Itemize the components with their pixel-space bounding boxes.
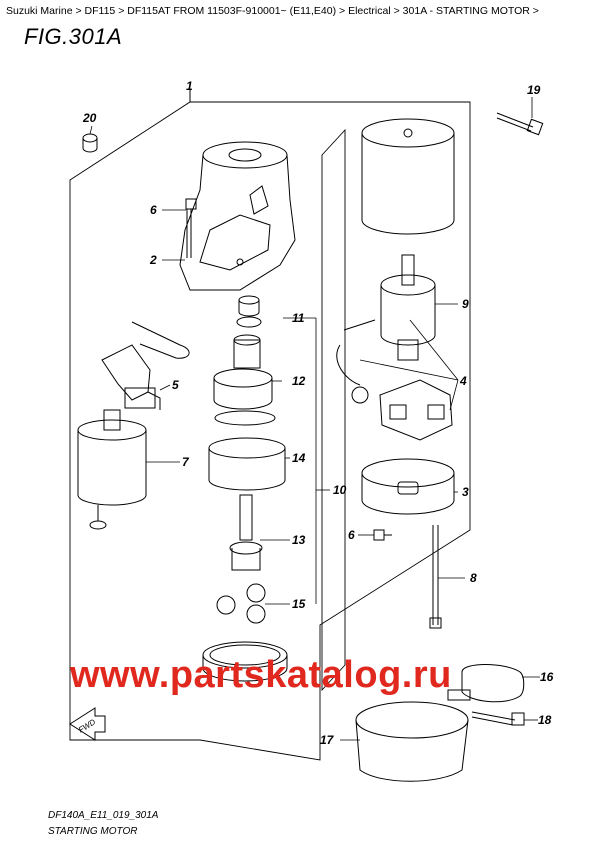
breadcrumb-item-starting-motor[interactable]: 301A - STARTING MOTOR bbox=[402, 5, 530, 17]
pinion-part[interactable] bbox=[213, 334, 273, 410]
callout-3[interactable]: 3 bbox=[462, 485, 469, 499]
callout-9[interactable]: 9 bbox=[462, 297, 469, 311]
callout-16[interactable]: 16 bbox=[540, 670, 554, 684]
lever-part[interactable] bbox=[101, 321, 190, 410]
breadcrumb-separator: > bbox=[393, 5, 400, 17]
callout-8[interactable]: 8 bbox=[470, 571, 477, 585]
callout-6-left[interactable]: 6 bbox=[150, 203, 157, 217]
planetary-gears-part[interactable] bbox=[216, 583, 266, 624]
callout-2[interactable]: 2 bbox=[149, 253, 157, 267]
breadcrumb-separator: > bbox=[339, 5, 346, 17]
callout-19[interactable]: 19 bbox=[527, 83, 541, 97]
callout-7[interactable]: 7 bbox=[182, 455, 190, 469]
breadcrumb-item-suzuki-marine[interactable]: Suzuki Marine bbox=[6, 5, 73, 17]
breadcrumb-item-model[interactable]: DF115 bbox=[84, 5, 116, 17]
rubber-cover-part[interactable] bbox=[355, 701, 469, 782]
callout-20[interactable]: 20 bbox=[82, 111, 97, 125]
callout-14[interactable]: 14 bbox=[292, 451, 306, 465]
inner-assembly-outline bbox=[321, 128, 346, 692]
callout-12[interactable]: 12 bbox=[292, 374, 306, 388]
cap-part[interactable] bbox=[236, 295, 262, 328]
armature-part[interactable] bbox=[380, 254, 436, 361]
long-bolt-part[interactable] bbox=[429, 525, 442, 629]
brush-holder-part[interactable] bbox=[336, 319, 453, 441]
callout-5[interactable]: 5 bbox=[172, 378, 179, 392]
gear-housing-part[interactable] bbox=[208, 410, 286, 491]
assembly-outline bbox=[69, 101, 471, 761]
housing-part[interactable] bbox=[179, 141, 296, 291]
watermark: www.partskatalog.ru bbox=[70, 654, 452, 696]
diagram-caption: STARTING MOTOR bbox=[48, 826, 138, 837]
breadcrumb-item-variant[interactable]: DF115AT FROM 11503F-910001~ (E11,E40) bbox=[127, 5, 337, 17]
clamp-bolt-part[interactable] bbox=[471, 711, 525, 726]
breadcrumb: Suzuki Marine > DF115 > DF115AT FROM 115… bbox=[6, 5, 539, 17]
callout-4[interactable]: 4 bbox=[459, 374, 467, 388]
callout-11[interactable]: 11 bbox=[292, 311, 305, 325]
callout-1[interactable]: 1 bbox=[186, 79, 193, 93]
diagram-code: DF140A_E11_019_301A bbox=[48, 810, 159, 821]
forward-arrow-icon bbox=[69, 707, 106, 741]
screw-part[interactable] bbox=[373, 529, 392, 541]
breadcrumb-separator: > bbox=[118, 5, 125, 17]
callout-13[interactable]: 13 bbox=[292, 533, 306, 547]
bolt-part[interactable] bbox=[185, 198, 197, 258]
motor-case-part[interactable] bbox=[361, 118, 455, 235]
shaft-part[interactable] bbox=[229, 494, 263, 571]
callout-15[interactable]: 15 bbox=[292, 597, 306, 611]
end-frame-part[interactable] bbox=[361, 458, 455, 515]
breadcrumb-separator: > bbox=[75, 5, 82, 17]
callout-17[interactable]: 17 bbox=[320, 733, 335, 747]
clamp-part[interactable] bbox=[447, 664, 525, 703]
solenoid-part[interactable] bbox=[77, 409, 147, 530]
callout-6-right[interactable]: 6 bbox=[348, 528, 355, 542]
ring-gear-part[interactable] bbox=[202, 641, 288, 682]
figure-title: FIG.301A bbox=[24, 24, 123, 49]
callout-10[interactable]: 10 bbox=[333, 483, 347, 497]
callout-18[interactable]: 18 bbox=[538, 713, 552, 727]
through-bolt-part[interactable] bbox=[496, 112, 544, 136]
breadcrumb-item-electrical[interactable]: Electrical bbox=[348, 5, 391, 17]
breadcrumb-separator: > bbox=[532, 5, 539, 17]
bushing-part[interactable] bbox=[82, 133, 98, 153]
leader-lines bbox=[89, 97, 540, 741]
